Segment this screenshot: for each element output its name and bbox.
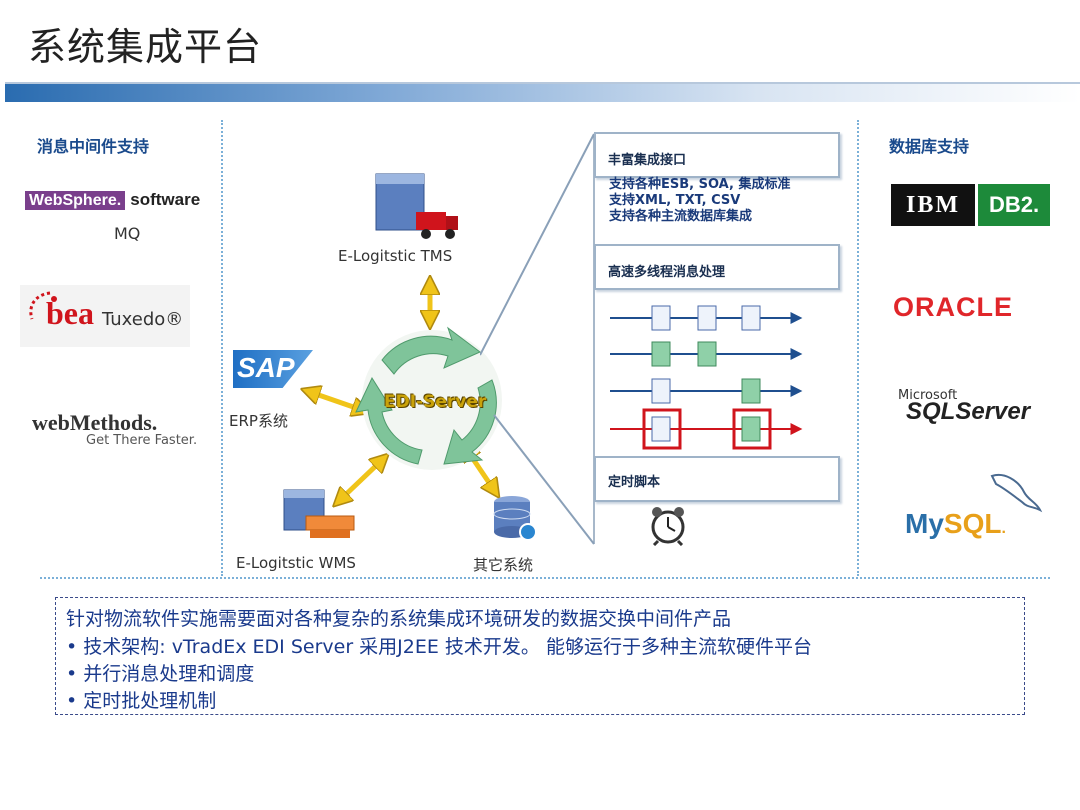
sqlserver-logo: SQLServer [906, 398, 1031, 425]
database-icon [493, 496, 537, 541]
tuxedo-label: Tuxedo® [102, 309, 184, 330]
summary-box [55, 597, 1025, 715]
mysql-dot: . [1001, 520, 1006, 537]
left-separator [221, 120, 223, 576]
schedule-box: 定时脚本 [594, 456, 840, 502]
tms-label: E-Logitstic TMS [338, 247, 453, 265]
bottom-separator [40, 577, 1050, 579]
integration-title: 丰富集成接口 [608, 153, 687, 168]
integration-box: 丰富集成接口 [594, 132, 840, 178]
bea-brand: bea [46, 295, 94, 331]
right-separator [857, 120, 859, 576]
erp-label: ERP系统 [229, 412, 288, 430]
sap-brand: SAP [237, 352, 295, 383]
tms-server-icon [375, 173, 458, 239]
bea-swirl-icon [29, 291, 57, 320]
threading-box: 高速多线程消息处理 [594, 244, 840, 290]
mysql-dolphin-icon [990, 474, 1043, 513]
other-systems-label: 其它系统 [473, 556, 534, 574]
edi-cycle-icon [355, 326, 502, 470]
websphere-software: software [130, 190, 201, 209]
integration-line: 支持各种ESB, SOA, 集成标准 [609, 177, 791, 192]
summary-bullet: • 技术架构: vTradEx EDI Server 采用J2EE 技术开发。 … [66, 636, 812, 658]
database-heading: 数据库支持 [889, 137, 970, 156]
bea-logo: bea Tuxedo® [20, 285, 190, 347]
summary-line: 针对物流软件实施需要面对各种复杂的系统集成环境研发的数据交换中间件产品 [66, 608, 732, 630]
websphere-brand: WebSphere. [25, 191, 126, 210]
integration-line: 支持各种主流数据库集成 [609, 209, 753, 224]
mysql-my: My [905, 508, 944, 539]
summary-bullet: • 并行消息处理和调度 [66, 663, 255, 685]
header-gradient-bar [5, 84, 1080, 102]
integration-details: 支持各种ESB, SOA, 集成标准 支持XML, TXT, CSV 支持各种主… [609, 177, 790, 225]
hub-diagram [222, 160, 502, 570]
oracle-logo: ORACLE [893, 292, 1013, 322]
wms-connector-arrow [340, 460, 382, 500]
edi-server-label: EDI-Server [384, 392, 487, 412]
summary-bullet: • 定时批处理机制 [66, 690, 217, 712]
thread-lanes [610, 305, 803, 450]
threading-title: 高速多线程消息处理 [608, 265, 726, 280]
microsoft-label: Microsoft [898, 388, 958, 403]
websphere-mq-label: MQ [114, 224, 141, 243]
mysql-sql: SQL [943, 508, 1002, 539]
schedule-title: 定时脚本 [608, 475, 661, 490]
webmethods-brand: webMethods. [32, 410, 158, 435]
page-title: 系统集成平台 [28, 25, 263, 69]
mysql-logo: MySQL. [905, 508, 1006, 540]
ibm-logo: IBM [891, 184, 975, 226]
wms-label: E-Logitstic WMS [236, 554, 356, 572]
integration-line: 支持XML, TXT, CSV [609, 193, 741, 208]
webmethods-tagline: Get There Faster. [86, 433, 198, 448]
title-divider [5, 82, 1080, 84]
wms-server-icon [283, 489, 355, 538]
middleware-heading: 消息中间件支持 [37, 137, 150, 156]
alarm-clock-icon [651, 507, 685, 546]
db2-logo: DB2. [978, 184, 1050, 226]
callout-wedge [480, 133, 595, 545]
erp-connector-arrow [310, 392, 362, 410]
websphere-logo: WebSphere. software [25, 190, 200, 210]
